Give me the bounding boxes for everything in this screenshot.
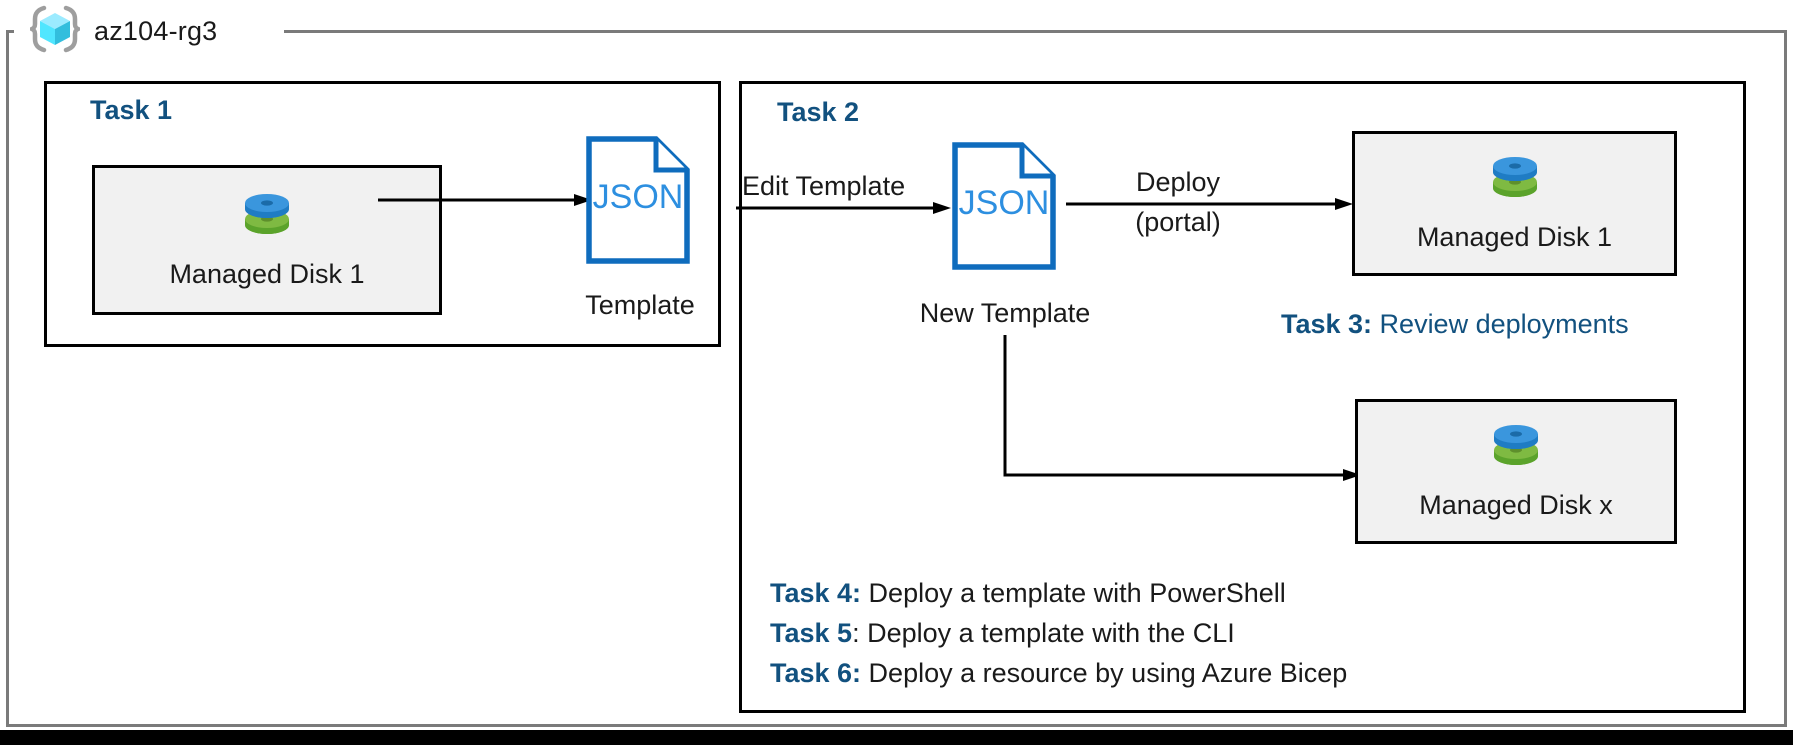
connector-deploy-extra-arrow	[1003, 335, 1363, 485]
task2-heading: Task 2	[777, 97, 860, 127]
task4-note-text: Deploy a template with PowerShell	[861, 578, 1286, 608]
template-caption: Template	[585, 290, 695, 320]
resource-box-managed-disk-source[interactable]: Managed Disk 1	[92, 165, 442, 315]
task6-note-text: Deploy a resource by using Azure Bicep	[861, 658, 1348, 688]
connector-export-arrow	[378, 192, 593, 208]
task3-note: Task 3: Review deployments	[1281, 307, 1629, 343]
task5-note-key: Task 5	[770, 618, 853, 648]
connector-deploy-arrow	[1066, 196, 1354, 212]
json-file-icon-new-template[interactable]: JSON	[952, 142, 1056, 270]
resource-group-legend: az104-rg3	[26, 4, 228, 59]
resource-group-name: az104-rg3	[94, 15, 218, 46]
resource-box-managed-disk-deployed[interactable]: Managed Disk 1	[1352, 131, 1677, 276]
task3-note-text: Review deployments	[1372, 309, 1629, 339]
task4-note-key: Task 4:	[770, 578, 862, 608]
task6-note: Task 6: Deploy a resource by using Azure…	[770, 656, 1347, 692]
task5-note: Task 5: Deploy a template with the CLI	[770, 616, 1235, 652]
task4-note: Task 4: Deploy a template with PowerShel…	[770, 576, 1286, 612]
resource-label: Managed Disk 1	[1416, 222, 1613, 252]
resource-label: Managed Disk 1	[169, 258, 365, 289]
edge-label-deploy-line2: (portal)	[1135, 207, 1221, 237]
json-file-icon-template[interactable]: JSON	[586, 136, 690, 264]
new-template-caption: New Template	[919, 298, 1091, 328]
json-badge-text: JSON	[959, 184, 1050, 222]
edge-label-deploy-line1: Deploy	[1135, 167, 1221, 197]
task1-heading: Task 1	[90, 95, 173, 125]
resource-label: Managed Disk x	[1419, 490, 1613, 520]
bottom-black-strip	[0, 730, 1793, 745]
task1-panel	[44, 81, 721, 347]
task2-panel	[739, 81, 1746, 713]
edge-label-deploy-sub: (portal)	[1088, 206, 1268, 240]
resource-box-managed-disk-extra[interactable]: Managed Disk x	[1355, 399, 1677, 544]
task6-note-key: Task 6:	[770, 658, 862, 688]
edge-label-deploy: Deploy	[1088, 166, 1268, 200]
managed-disk-icon	[1488, 422, 1544, 484]
resource-group-frame	[6, 30, 1787, 727]
managed-disk-icon	[239, 191, 295, 253]
connector-edit-arrow	[736, 200, 952, 216]
resource-group-cube-icon	[26, 4, 84, 59]
edge-label-edit-template: Edit Template	[742, 171, 906, 201]
task3-note-key: Task 3:	[1281, 309, 1373, 339]
managed-disk-icon	[1487, 154, 1543, 216]
json-badge-text: JSON	[593, 178, 684, 216]
task5-note-text: : Deploy a template with the CLI	[852, 618, 1235, 648]
